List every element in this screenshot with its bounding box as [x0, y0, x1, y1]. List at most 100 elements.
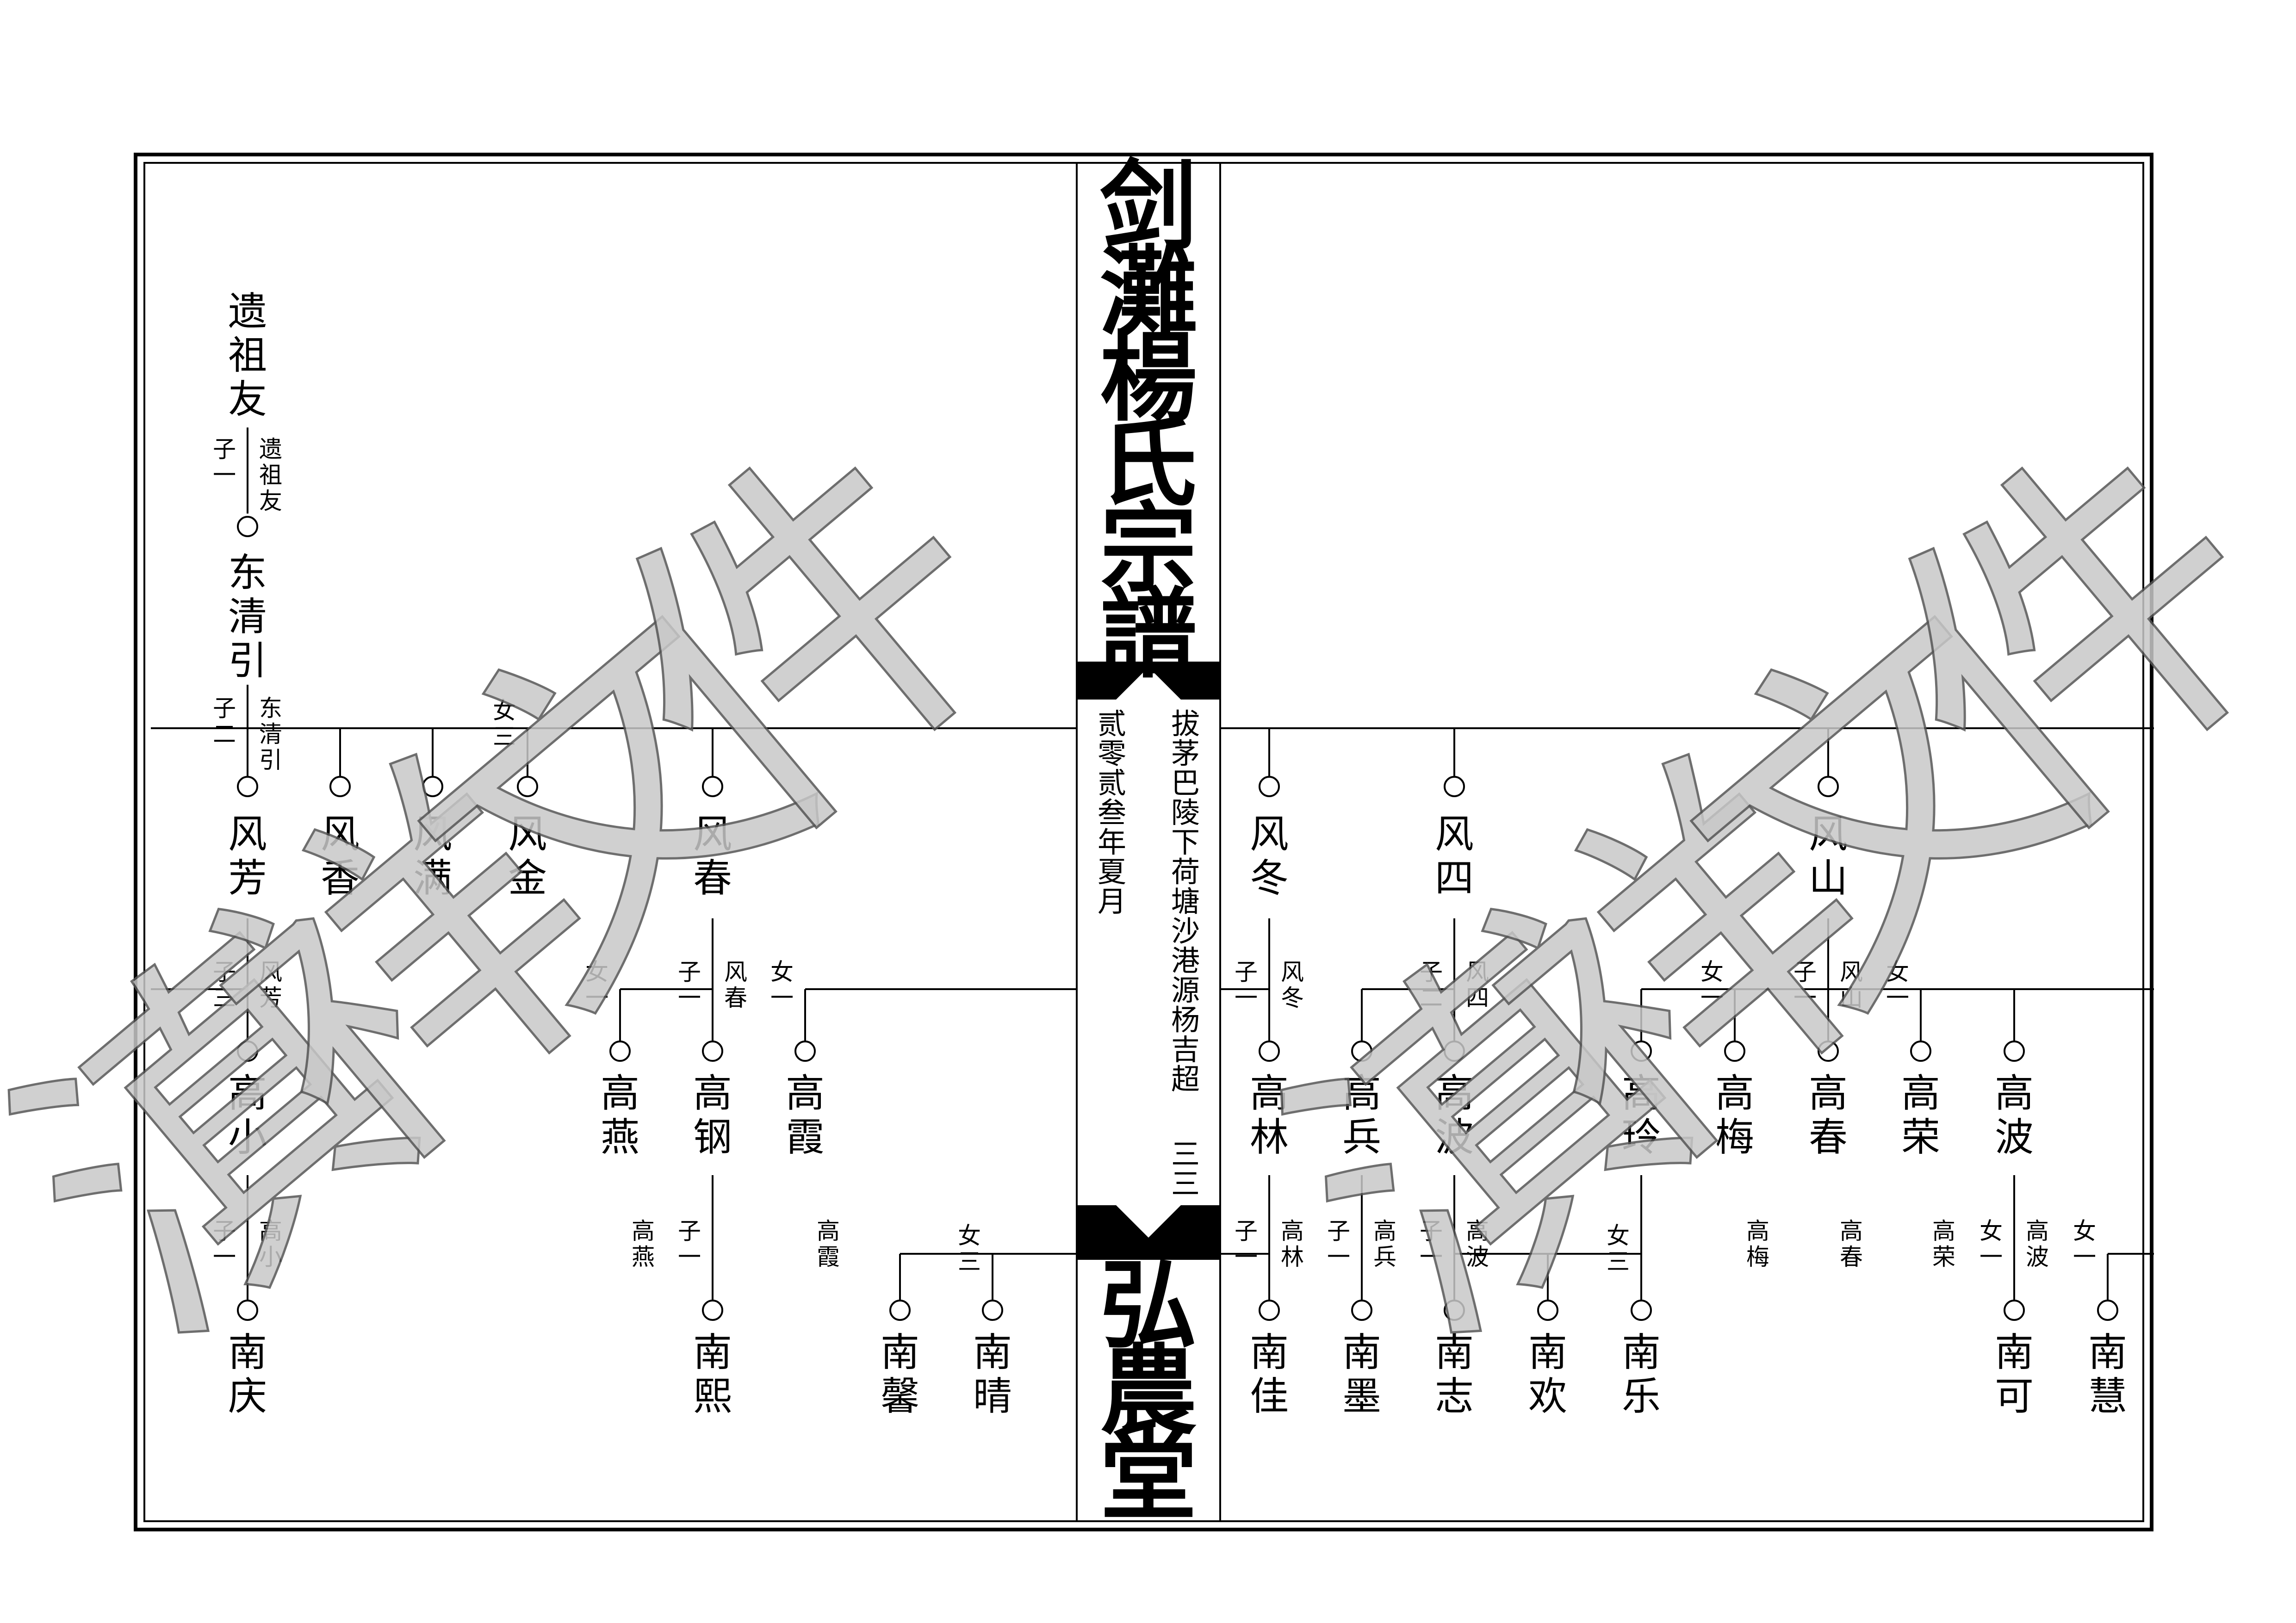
name-right-feng-char: 四 [1435, 855, 1474, 901]
node-right-gao [1910, 1041, 1931, 1062]
label-parent-char: 燕 [632, 1244, 655, 1270]
label-parent-char: 高 [1373, 1218, 1396, 1245]
name-right-gao: 高波 [1435, 1071, 1474, 1160]
name-left-feng-char: 风 [321, 812, 360, 857]
label-order-char: 一 [1235, 1244, 1258, 1270]
name-left-nan-char: 南 [973, 1330, 1012, 1375]
label-order: 女三 [1607, 1222, 1630, 1275]
member-nodes [237, 516, 2118, 1321]
name-left-feng-char: 风 [508, 812, 547, 857]
title-char-bottom-char: 農 [1100, 1334, 1197, 1448]
label-order-char: 一 [1700, 985, 1724, 1011]
name-left-feng-char: 春 [693, 855, 732, 901]
label-order-char: 三 [958, 1248, 981, 1275]
name-right-gao-char: 高 [1435, 1071, 1474, 1116]
name-right-nan-char: 南 [1435, 1330, 1474, 1375]
label-parent: 高燕 [632, 1218, 655, 1270]
date-char: 年 [1098, 825, 1126, 859]
node-right-nan [2004, 1300, 2025, 1321]
label-order-char: 子 [213, 1218, 236, 1245]
node-left-nan [702, 1300, 723, 1321]
name-right-feng-char: 风 [1809, 812, 1848, 857]
label-parent-char: 风 [1840, 959, 1863, 985]
left-page-lines [151, 427, 1077, 1304]
node-left-feng [329, 776, 351, 797]
name-left-feng-char: 风 [228, 812, 267, 857]
label-order: 女三 [958, 1222, 981, 1275]
label-order-char: 子 [213, 959, 236, 985]
label-parent-char: 芳 [259, 985, 282, 1011]
date-char: 月 [1098, 885, 1126, 918]
name-right-nan-char: 乐 [1622, 1374, 1661, 1419]
label-order: 子三 [213, 959, 236, 1011]
node-right-gao [1818, 1041, 1839, 1062]
name-left-feng: 风满 [413, 812, 452, 901]
name-left-gao: 高燕 [601, 1071, 639, 1160]
title-char-bottom: 弘農堂 [1100, 1248, 1197, 1534]
compiler-char: 塘 [1171, 885, 1200, 918]
node-right-gao [2004, 1041, 2025, 1062]
node-right-nan [1259, 1300, 1280, 1321]
name-right-gao: 高春 [1809, 1071, 1848, 1160]
label-parent-char: 风 [259, 959, 282, 985]
node-left-gao [702, 1041, 723, 1062]
name-left-gao: 高小 [228, 1071, 267, 1160]
title-char-top-char: 譜 [1100, 577, 1197, 692]
label-parent: 高波 [2026, 1218, 2049, 1270]
label-order-char: 子 [213, 695, 236, 722]
label-order-char: 二 [1420, 985, 1443, 1011]
name-gen2-char: 清 [228, 594, 267, 639]
name-left-feng-char: 香 [321, 855, 360, 901]
label-parent-char: 高 [1932, 1218, 1955, 1245]
name-left-gao-char: 小 [228, 1115, 267, 1160]
node-right-gao [1351, 1041, 1372, 1062]
label-order-char: 一 [585, 985, 608, 1011]
label-parent: 高荣 [1932, 1218, 1955, 1270]
name-right-gao-char: 高 [1250, 1071, 1289, 1116]
label-order-char: 子 [678, 959, 701, 985]
date-char: 零 [1098, 737, 1126, 770]
label-order-char: 一 [1420, 1244, 1443, 1270]
label-parent-char: 高 [1466, 1218, 1489, 1245]
compiler-char: 杨 [1171, 1003, 1200, 1037]
name-left-gao-char: 高 [786, 1071, 825, 1116]
node-left-nan [237, 1300, 258, 1321]
node-right-gao [1444, 1041, 1465, 1062]
label-parent-char: 高 [1746, 1218, 1769, 1245]
title-char-top-char: 剑 [1100, 149, 1197, 264]
name-left-nan: 南馨 [881, 1330, 919, 1419]
page-no-char: 三 [1171, 1137, 1200, 1171]
name-right-gao: 高波 [1995, 1071, 2034, 1160]
title-char-bottom-char: 弘 [1100, 1248, 1197, 1363]
label-order: 子一 [1793, 959, 1817, 1011]
label-parent: 东清引 [259, 695, 282, 774]
name-left-feng: 风香 [321, 812, 360, 901]
label-order-char: 一 [1980, 1244, 2003, 1270]
label-order-char: 子 [1420, 959, 1443, 985]
name-right-nan-char: 南 [1622, 1330, 1661, 1375]
name-right-nan: 南佳 [1250, 1330, 1289, 1419]
label-order: 女一 [1886, 959, 1909, 1011]
label-order-char: 子 [1235, 1218, 1258, 1245]
label-parent-char: 引 [259, 747, 282, 774]
name-right-feng: 风冬 [1250, 812, 1289, 901]
label-parent-char: 兵 [1373, 1244, 1396, 1270]
page-no: 三三 [1171, 1137, 1200, 1201]
name-gen2: 东清引 [228, 550, 267, 683]
label-parent-char: 高 [1840, 1218, 1863, 1245]
label-parent-char: 荣 [1932, 1244, 1955, 1270]
name-left-nan: 南庆 [228, 1330, 267, 1419]
compiler-char: 巴 [1171, 766, 1200, 800]
compiler-char: 茅 [1171, 737, 1200, 770]
name-right-gao-char: 荣 [1901, 1115, 1940, 1160]
label-parent: 风芳 [259, 959, 282, 1011]
name-right-nan: 南乐 [1622, 1330, 1661, 1419]
label-order-char: 一 [1235, 985, 1258, 1011]
label-parent-char: 遗 [259, 436, 282, 463]
name-right-gao-char: 波 [1995, 1115, 2034, 1160]
name-right-nan-char: 可 [1995, 1374, 2034, 1419]
name-right-gao-char: 高 [1342, 1071, 1381, 1116]
